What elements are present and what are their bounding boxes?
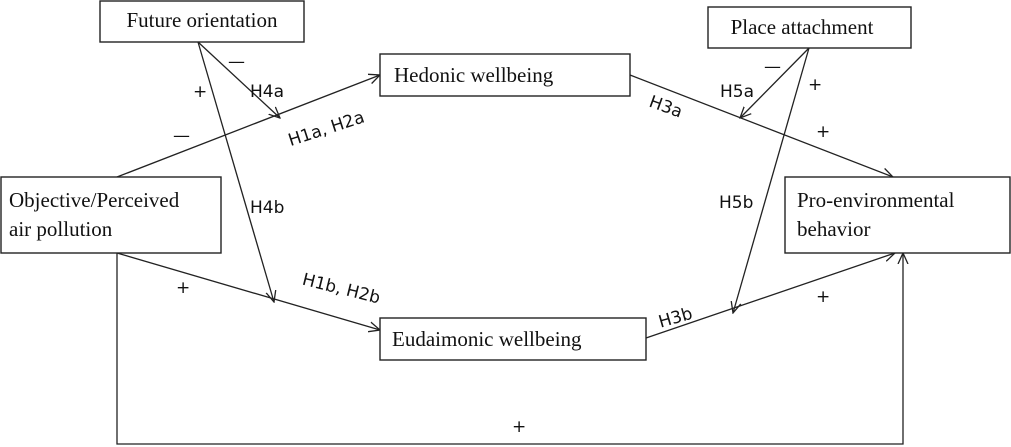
- sign-pollution-eudaimonic: +: [176, 278, 190, 298]
- edge-eudaimonic-to-behavior: [645, 253, 895, 339]
- sign-place-plus: +: [808, 75, 822, 95]
- sign-hedonic-behavior: +: [816, 122, 830, 142]
- node-label: Eudaimonic wellbeing: [392, 327, 582, 351]
- label-h3a: H3a: [646, 92, 685, 122]
- label-h5a: H5a: [720, 82, 754, 102]
- node-eudaimonic-wellbeing: Eudaimonic wellbeing: [379, 317, 647, 361]
- node-label-line2: behavior: [797, 217, 870, 241]
- node-label: Place attachment: [731, 15, 874, 39]
- node-hedonic-wellbeing: Hedonic wellbeing: [379, 53, 631, 97]
- node-pro-environmental-behavior: Pro-environmental behavior: [784, 176, 1011, 254]
- label-h5b: H5b: [719, 193, 753, 213]
- edge-hedonic-to-behavior: [629, 74, 893, 177]
- sign-future-minus: —: [228, 52, 245, 72]
- edge-place-to-h3b: [733, 47, 810, 313]
- node-air-pollution: Objective/Perceived air pollution: [0, 176, 222, 254]
- node-label: Hedonic wellbeing: [394, 63, 554, 87]
- label-h4b: H4b: [250, 198, 284, 218]
- node-place-attachment: Place attachment: [707, 6, 912, 49]
- sign-place-minus: —: [764, 57, 781, 77]
- edge-pollution-to-behavior-direct: [116, 252, 903, 445]
- label-h3b: H3b: [656, 304, 695, 333]
- edge-future-to-h1a: [197, 41, 280, 118]
- label-h4a: H4a: [250, 82, 284, 102]
- label-h1b-h2b: H1b, H2b: [300, 270, 382, 309]
- edge-place-to-h3a: [740, 47, 810, 118]
- node-label-line1: Pro-environmental: [797, 188, 955, 212]
- edge-pollution-to-eudaimonic: [116, 252, 380, 330]
- node-label-line1: Objective/Perceived: [9, 188, 180, 212]
- sign-eudaimonic-behavior: +: [816, 287, 830, 307]
- sign-future-plus: +: [193, 82, 207, 102]
- edge-future-to-h1b: [197, 41, 274, 302]
- label-h1a-h2a: H1a, H2a: [286, 108, 367, 151]
- sign-pollution-hedonic: —: [173, 126, 190, 146]
- edge-pollution-to-hedonic: [116, 75, 380, 178]
- node-label-line2: air pollution: [9, 217, 113, 241]
- node-label: Future orientation: [126, 8, 278, 32]
- sign-direct-path: +: [512, 417, 526, 437]
- node-future-orientation: Future orientation: [99, 0, 305, 43]
